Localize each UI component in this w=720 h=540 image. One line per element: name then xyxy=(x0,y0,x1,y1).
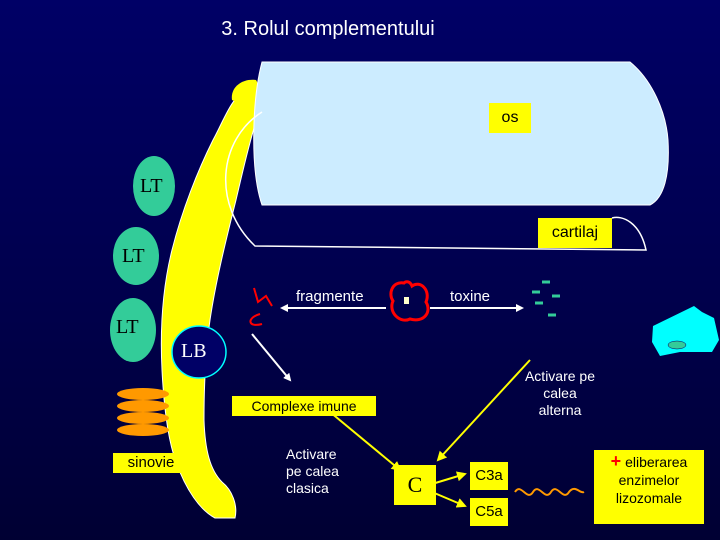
phagocyte-nucleus xyxy=(667,340,687,350)
fragmente-label: fragmente xyxy=(296,288,364,305)
toxine-label: toxine xyxy=(450,288,491,305)
synovial-cell-1 xyxy=(117,388,169,400)
c3a-box: C3a xyxy=(470,462,508,490)
synovial-membrane xyxy=(160,89,261,519)
eliberarea-box: + eliberarea enzimelor lizozomale xyxy=(594,450,704,524)
plus-sign: + xyxy=(610,451,622,471)
chemotaxis-wave xyxy=(514,487,585,496)
bone-os xyxy=(253,61,669,206)
lt-cell-1 xyxy=(133,156,175,216)
activare-clasica-label: Activare pe calea clasica xyxy=(286,446,339,496)
lt-label-3: LT xyxy=(116,316,139,338)
activare-alterna-label: Activare pe calea alterna xyxy=(524,368,596,418)
complexe-imune-label: Complexe imune xyxy=(232,396,376,416)
bacterium-core xyxy=(404,297,409,304)
os-label: os xyxy=(489,103,531,133)
synovial-cell-3 xyxy=(117,412,169,424)
arrow-alterna xyxy=(436,359,531,462)
arrow-clasica xyxy=(329,411,402,472)
toxin-marks xyxy=(532,280,560,317)
diagram-title: 3. Rolul complementului xyxy=(221,18,435,40)
cartilaj-label: cartilaj xyxy=(538,218,612,248)
synovial-cell-2 xyxy=(117,400,169,412)
lt-label-1: LT xyxy=(140,175,163,197)
phagocyte-cell xyxy=(652,306,719,356)
complement-c-box: C xyxy=(394,465,436,505)
arrow-c3a xyxy=(431,471,467,485)
lt-label-2: LT xyxy=(122,245,145,267)
lt-cell-2 xyxy=(113,227,159,285)
lt-cell-3 xyxy=(110,298,156,362)
eliberarea-text: eliberarea enzimelor lizozomale xyxy=(615,454,688,506)
synovial-bulb-top xyxy=(231,79,260,110)
arrow-c5a xyxy=(431,491,467,508)
cartilage-outline xyxy=(225,111,647,251)
arrow-to-complexe xyxy=(251,333,292,382)
synovial-cell-4 xyxy=(117,424,169,436)
bacterium-blob xyxy=(389,280,430,322)
c5a-box: C5a xyxy=(470,498,508,526)
sinovie-label: sinovie xyxy=(113,453,189,473)
lb-label: LB xyxy=(181,340,207,362)
fragment-squiggle-1 xyxy=(253,287,273,307)
lb-cell xyxy=(171,325,227,379)
fragment-squiggle-2 xyxy=(249,313,263,326)
